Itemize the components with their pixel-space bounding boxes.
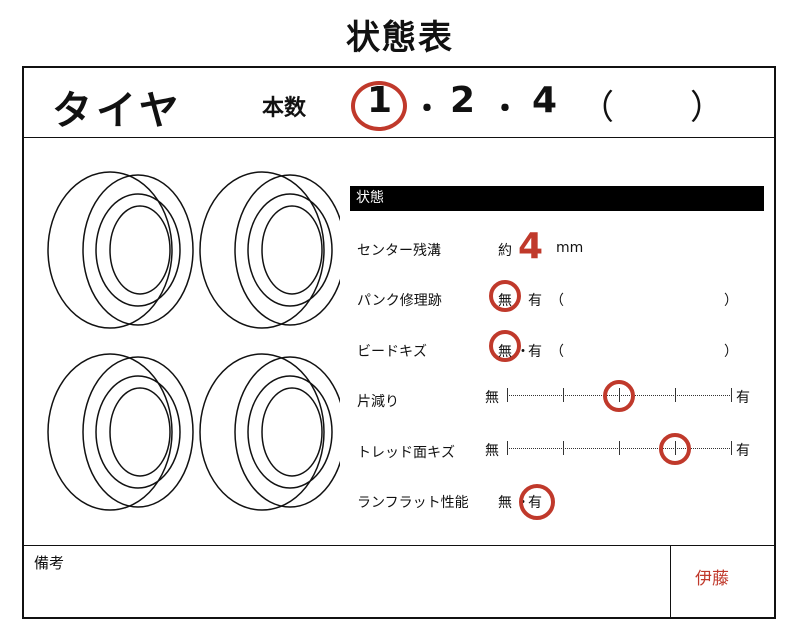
- center-groove-prefix: 約: [498, 243, 512, 259]
- puncture-paren-close: ）: [724, 293, 738, 309]
- header-divider: [22, 137, 776, 138]
- tire-icon: [199, 353, 340, 511]
- bead-paren-open: （: [550, 344, 564, 360]
- run-flat-selected-circle: [519, 484, 555, 520]
- puncture-paren-open: （: [550, 293, 564, 309]
- uneven-wear-label: 片減り: [357, 394, 399, 410]
- remarks-label: 備考: [34, 554, 65, 572]
- tread-damage-present: 有: [736, 443, 750, 459]
- scale-tick: [563, 388, 564, 402]
- bead-present-option[interactable]: 有: [528, 344, 542, 360]
- remarks-divider: [22, 545, 776, 546]
- scale-tick: [731, 441, 732, 455]
- puncture-none-option[interactable]: 無: [498, 293, 512, 309]
- run-flat-none-option[interactable]: 無: [498, 495, 512, 511]
- count-option-1[interactable]: 1: [367, 80, 393, 121]
- bead-separator: ・: [516, 344, 530, 360]
- remarks-field[interactable]: [24, 574, 668, 616]
- scale-tick: [619, 441, 620, 455]
- bead-damage-label: ビードキズ: [357, 344, 427, 360]
- tire-icon: [199, 171, 340, 329]
- run-flat-present-option[interactable]: 有: [528, 495, 542, 511]
- tire-illustrations: [47, 171, 340, 511]
- item-type: タイヤ: [52, 88, 183, 134]
- puncture-selected-circle: [489, 280, 521, 312]
- count-label: 本数: [262, 96, 307, 121]
- tire-icon: [47, 353, 194, 511]
- bead-none-option[interactable]: 無: [498, 344, 512, 360]
- bead-paren-close: ）: [724, 344, 738, 360]
- form-frame: [22, 66, 776, 619]
- tire-icon: [47, 171, 194, 329]
- scale-tick: [507, 388, 508, 402]
- tread-damage-label: トレッド面キズ: [357, 445, 455, 461]
- scale-tick: [731, 388, 732, 402]
- scale-tick: [507, 441, 508, 455]
- scale-tick: [675, 388, 676, 402]
- puncture-repair-label: パンク修理跡: [357, 293, 442, 309]
- inspector-signature: 伊藤: [695, 569, 729, 589]
- puncture-present-option[interactable]: 有: [528, 293, 542, 309]
- uneven-wear-marker[interactable]: [603, 380, 635, 412]
- scale-tick: [563, 441, 564, 455]
- count-other-open: （: [580, 88, 614, 128]
- uneven-wear-none: 無: [485, 390, 499, 406]
- status-section-header: 状態: [350, 186, 764, 211]
- count-other-close: ）: [690, 88, 724, 128]
- tread-damage-none: 無: [485, 443, 499, 459]
- signature-divider: [670, 545, 671, 619]
- center-groove-unit: mm: [556, 240, 584, 256]
- count-separator: ・: [490, 92, 520, 127]
- count-option-2[interactable]: 2: [450, 80, 476, 121]
- center-groove-label: センター残溝: [357, 243, 441, 259]
- count-separator: ・: [412, 92, 442, 127]
- uneven-wear-present: 有: [736, 390, 750, 406]
- count-selected-circle: [351, 81, 407, 131]
- tread-damage-marker[interactable]: [659, 433, 691, 465]
- form-title: 状態表: [346, 18, 454, 58]
- center-groove-value[interactable]: 4: [518, 226, 544, 267]
- count-option-4[interactable]: 4: [532, 80, 558, 121]
- bead-selected-circle: [489, 330, 521, 362]
- run-flat-label: ランフラット性能: [357, 495, 469, 511]
